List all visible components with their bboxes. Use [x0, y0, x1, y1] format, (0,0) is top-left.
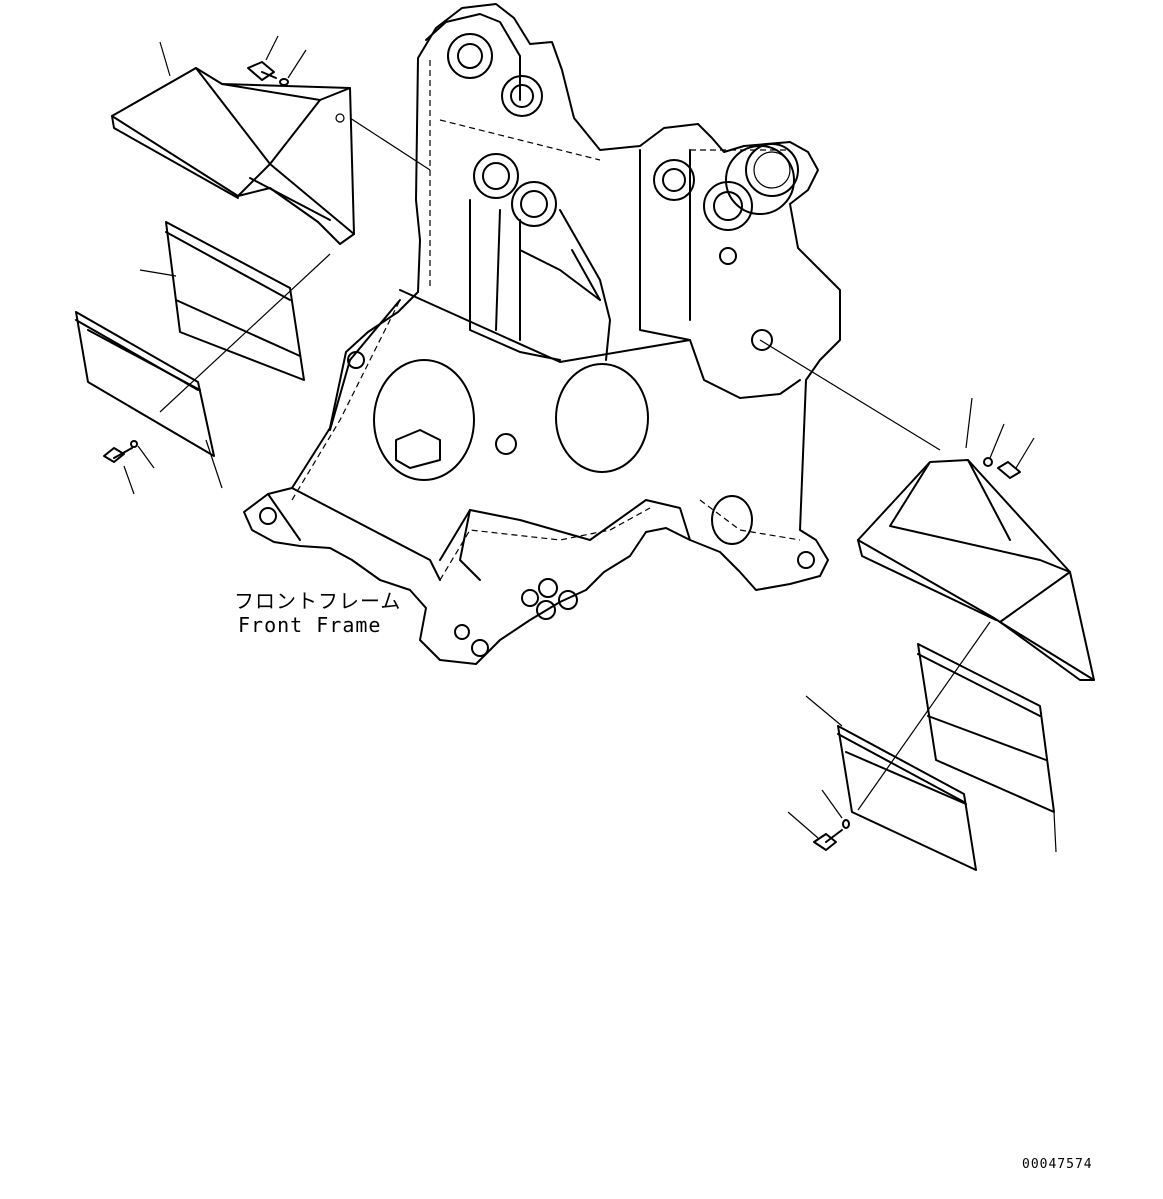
frame-label-japanese: フロントフレーム	[234, 589, 401, 613]
washer-icon	[983, 457, 993, 467]
washer-icon	[842, 819, 850, 829]
bolt-icon	[813, 829, 843, 851]
washer-icon	[130, 440, 138, 448]
left-side-panels	[75, 221, 331, 495]
bolt-icon	[103, 447, 133, 463]
upper-left-cover-assembly	[111, 35, 431, 245]
bolt-icon	[997, 461, 1021, 479]
drawing-number: 00047574	[1022, 1157, 1093, 1172]
washer-icon	[279, 78, 289, 86]
right-side-panels	[787, 621, 1057, 871]
front-frame	[243, 3, 841, 665]
bolt-icon	[247, 61, 277, 81]
right-cover-assembly	[759, 339, 1095, 681]
frame-label-english: Front Frame	[238, 613, 381, 637]
